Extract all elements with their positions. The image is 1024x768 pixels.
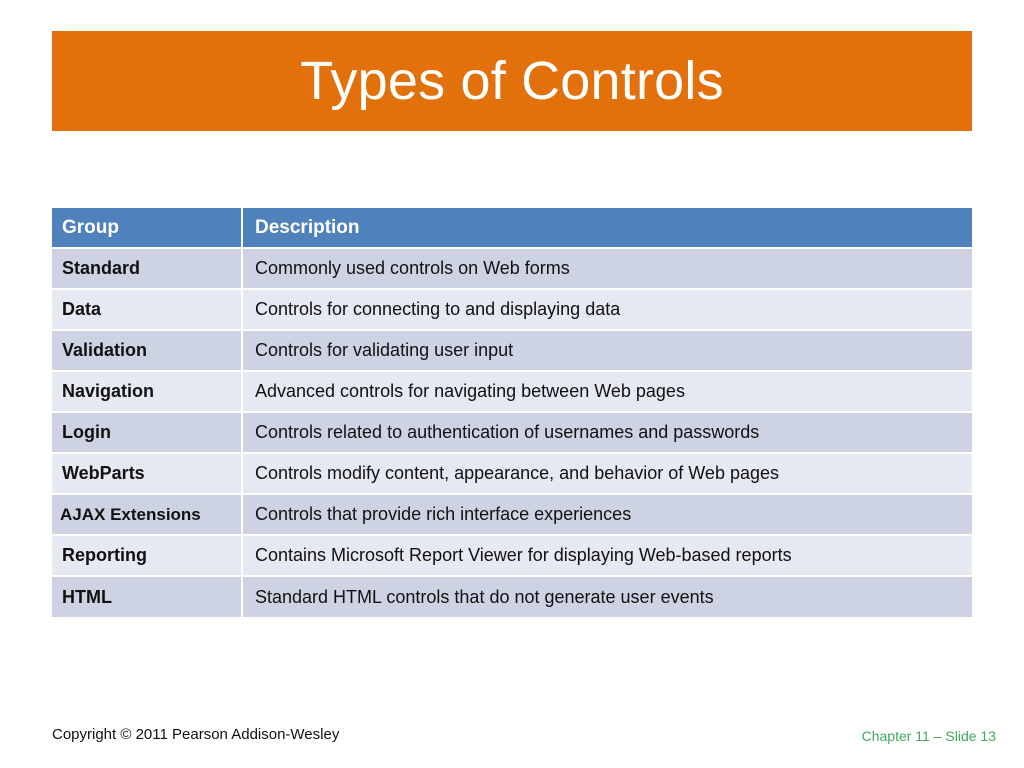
column-header-group: Group [52, 208, 243, 248]
cell-group: Login [52, 411, 243, 453]
cell-description: Controls modify content, appearance, and… [242, 452, 972, 494]
footer-chapter-slide: Chapter 11 – Slide 13 [861, 728, 996, 744]
cell-group: HTML [52, 575, 243, 617]
column-header-description: Description [242, 208, 972, 248]
page-title: Types of Controls [300, 51, 724, 111]
table-row: AJAX Extensions Controls that provide ri… [52, 493, 972, 535]
cell-description: Standard HTML controls that do not gener… [242, 575, 972, 617]
cell-description: Controls that provide rich interface exp… [242, 493, 972, 535]
cell-group: Validation [52, 329, 243, 371]
table-row: Validation Controls for validating user … [52, 329, 972, 371]
table-row: WebParts Controls modify content, appear… [52, 452, 972, 494]
table-header: Group Description [52, 208, 972, 248]
cell-group: AJAX Extensions [52, 493, 243, 535]
cell-group: Reporting [52, 534, 243, 576]
table-row: Data Controls for connecting to and disp… [52, 288, 972, 330]
table-row: Navigation Advanced controls for navigat… [52, 370, 972, 412]
title-banner: Types of Controls [52, 31, 972, 131]
cell-group: Navigation [52, 370, 243, 412]
table-row: Reporting Contains Microsoft Report View… [52, 534, 972, 576]
cell-group: Data [52, 288, 243, 330]
cell-description: Controls related to authentication of us… [242, 411, 972, 453]
cell-group: Standard [52, 247, 243, 289]
cell-description: Controls for validating user input [242, 329, 972, 371]
cell-group: WebParts [52, 452, 243, 494]
table-header-row: Group Description [52, 208, 972, 248]
table-row: Standard Commonly used controls on Web f… [52, 247, 972, 289]
footer-copyright: Copyright © 2011 Pearson Addison-Wesley [52, 726, 340, 743]
table-body: Standard Commonly used controls on Web f… [52, 247, 972, 617]
cell-description: Contains Microsoft Report Viewer for dis… [242, 534, 972, 576]
table-row: Login Controls related to authentication… [52, 411, 972, 453]
cell-description: Commonly used controls on Web forms [242, 247, 972, 289]
cell-description: Advanced controls for navigating between… [242, 370, 972, 412]
controls-table: Group Description Standard Commonly used… [52, 208, 972, 617]
cell-description: Controls for connecting to and displayin… [242, 288, 972, 330]
table-row: HTML Standard HTML controls that do not … [52, 575, 972, 617]
